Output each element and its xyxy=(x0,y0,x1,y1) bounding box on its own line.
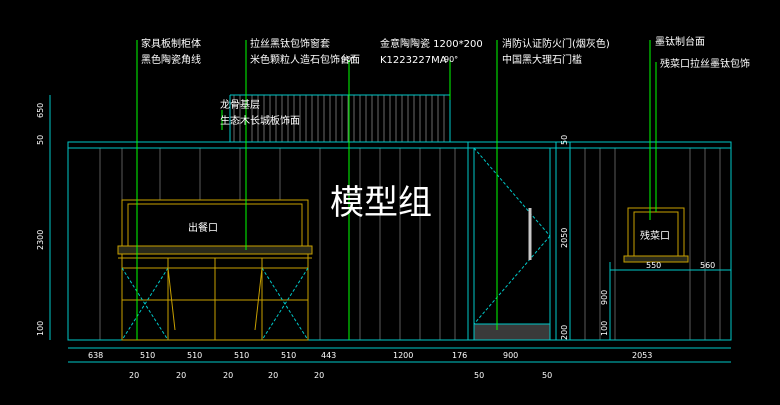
dim-small-3: 20 xyxy=(268,371,278,380)
dim-window-height: 900 xyxy=(600,290,609,305)
label-fire-door: 消防认证防火门(烟灰色) xyxy=(502,37,610,50)
label-rice-stone: 米色颗粒人造石包饰台面 xyxy=(250,53,360,66)
dim-small-0: 20 xyxy=(129,371,139,380)
label-cabinet-top: 家具板制柜体 xyxy=(141,37,201,50)
dimension-lines xyxy=(49,95,731,363)
dim-small-4: 20 xyxy=(314,371,324,380)
label-serving-window: 出餐口 xyxy=(188,221,218,234)
serving-window-cabinet xyxy=(117,199,313,341)
dim-bottom-0: 638 xyxy=(88,351,103,360)
dim-left-1: 50 xyxy=(36,135,45,145)
dim-bottom-5: 443 xyxy=(321,351,336,360)
vertical-dimensions: 650 50 2300 100 50 2050 200 900 100 550 … xyxy=(36,103,715,340)
dim-bottom-3: 510 xyxy=(234,351,249,360)
label-titanium-counter: 墨钛制台面 xyxy=(655,35,705,48)
watermark: 模型组 xyxy=(330,183,432,223)
dim-bottom-9: 2053 xyxy=(632,351,652,360)
dim-bottom-1: 510 xyxy=(140,351,155,360)
dim-window-right-1: 560 xyxy=(700,261,715,270)
wall-panel-seams xyxy=(99,148,721,340)
label-wood-panel: 生态木长城板饰面 xyxy=(220,114,300,127)
dim-door-bottom: 200 xyxy=(560,325,569,340)
dim-bottom-4: 510 xyxy=(281,351,296,360)
label-scrap-frame: 残菜口拉丝墨钛包饰 xyxy=(660,57,750,70)
label-scrap-window: 残菜口 xyxy=(640,229,670,242)
dim-window-bottom: 100 xyxy=(600,321,609,336)
dim-bottom-7: 176 xyxy=(452,351,467,360)
dim-small-6: 50 xyxy=(542,371,552,380)
dim-small-1: 20 xyxy=(176,371,186,380)
fire-door xyxy=(467,141,557,341)
dim-window-right-0: 550 xyxy=(646,261,661,270)
wall-outline xyxy=(67,94,732,341)
leader-lines xyxy=(136,40,657,340)
marble-sill xyxy=(473,323,551,341)
bottom-dimensions: 638 510 510 510 510 443 1200 176 900 205… xyxy=(88,351,652,380)
dim-bottom-8: 900 xyxy=(503,351,518,360)
label-tile-code: K1223227MA xyxy=(380,55,447,66)
label-keel: 龙骨基层 xyxy=(220,98,260,111)
label-tile-name: 金意陶陶瓷 1200*200 xyxy=(380,37,483,50)
label-marble-sill: 中国黑大理石门槛 xyxy=(502,53,582,66)
label-brushed-frame: 拉丝黑钛包饰窗套 xyxy=(250,37,330,50)
annotation-labels: 家具板制柜体 黑色陶瓷角线 拉丝黑钛包饰窗套 米色颗粒人造石包饰台面 金意陶陶瓷… xyxy=(141,35,750,242)
label-ceramic-line: 黑色陶瓷角线 xyxy=(141,53,201,66)
label-angle-left: 90° xyxy=(341,55,355,64)
dim-small-2: 20 xyxy=(223,371,233,380)
dim-left-2: 2300 xyxy=(36,230,45,250)
dim-bottom-2: 510 xyxy=(187,351,202,360)
dim-small-5: 50 xyxy=(474,371,484,380)
dim-door-height: 2050 xyxy=(560,228,569,248)
label-angle-right: 90° xyxy=(444,55,458,64)
dim-left-3: 100 xyxy=(36,321,45,336)
dim-bottom-6: 1200 xyxy=(393,351,413,360)
dim-door-top: 50 xyxy=(560,135,569,145)
dim-left-0: 650 xyxy=(36,103,45,118)
